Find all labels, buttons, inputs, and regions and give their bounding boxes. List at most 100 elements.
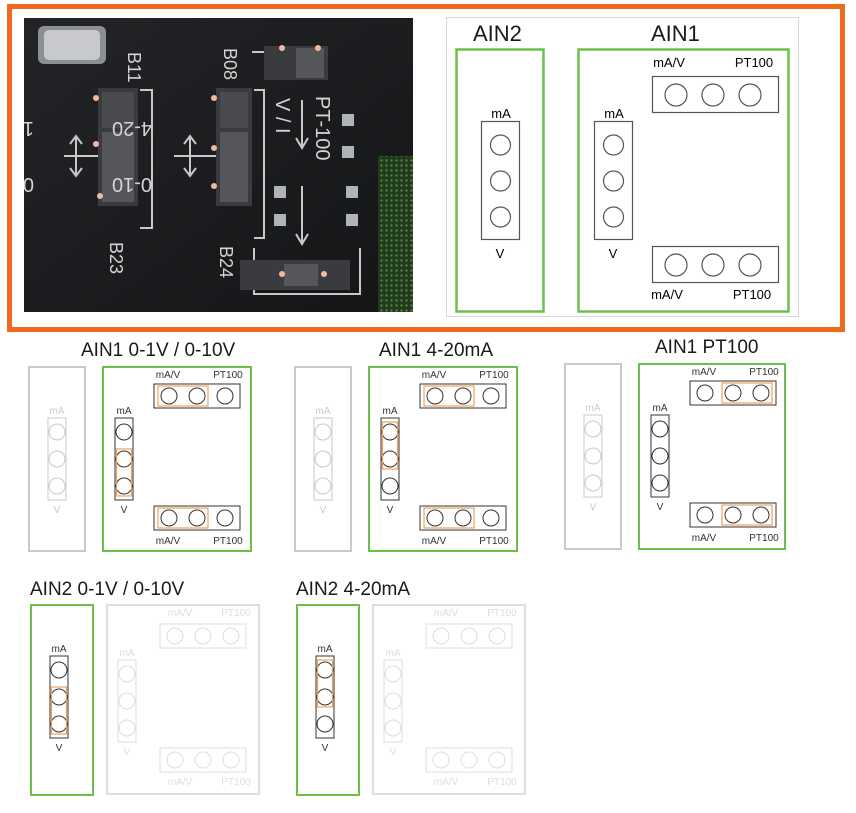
silk-b23: B23 [106, 242, 126, 274]
c0-top-pin [188, 387, 206, 405]
c0-ain1v-header [114, 417, 134, 501]
silk-vi: V / I [271, 98, 293, 134]
c0-ain1v-jumper [115, 448, 133, 497]
c2-ain2v-pin [584, 474, 602, 492]
ain2-pin-2 [489, 170, 512, 192]
c0-ain2v-ma-label: mA [50, 406, 65, 417]
c2-bottom-header [689, 502, 777, 528]
c3-ain1v-header [117, 659, 137, 743]
board-photo: B11 1-20 0-10 B23 B08 4-20 0-10 B24 V / … [24, 18, 413, 312]
c0-ain2v-header [47, 417, 67, 501]
board-photo-drawing: B11 1-20 0-10 B23 B08 4-20 0-10 B24 V / … [24, 18, 413, 312]
jumper-header-top [264, 45, 328, 80]
c2-ain1v-header [650, 414, 670, 498]
c0-top-pin [160, 387, 178, 405]
c0-frame [102, 366, 252, 552]
config-title-ain1-pt100: AIN1 PT100 [655, 337, 759, 358]
config-title-ain2-current: AIN2 4-20mA [296, 579, 411, 600]
c1-ain1v-pin [381, 450, 399, 468]
reference-diagram: mA V mA/V PT100 mA V mA/V PT100 [455, 48, 790, 313]
c0-pt100-bottom-label: PT100 [213, 536, 243, 547]
c2-ain2v-v-label: V [590, 502, 597, 513]
c3-pt100-top-label: PT100 [221, 608, 251, 619]
c1-pt100-top-label: PT100 [479, 370, 509, 381]
ain1-ma-label: mA [604, 106, 624, 121]
c3-frame [30, 604, 94, 796]
c1-mav-bottom-label: mA/V [422, 536, 447, 547]
jumper-header-left [93, 88, 138, 206]
c4-ain2v-pin [316, 715, 334, 733]
c1-bottom-pin [482, 509, 500, 527]
c0-top-header [153, 383, 241, 409]
c2-pt100-bottom-label: PT100 [749, 533, 779, 544]
c0-top-pin [216, 387, 234, 405]
ain2-pin-1 [489, 134, 512, 156]
c1-ain1v-header [380, 417, 400, 501]
c3-ain1v-ma-label: mA [120, 648, 135, 659]
config-title-ain2-voltage: AIN2 0-1V / 0-10V [30, 579, 185, 600]
c2-mav-bottom-label: mA/V [692, 533, 717, 544]
config-title-ain1-current: AIN1 4-20mA [379, 340, 494, 361]
c1-frame [368, 366, 518, 552]
c3-ain2v-pin [50, 688, 68, 706]
c4-ain2v-ma-label: mA [318, 644, 333, 655]
c4-top-pin [488, 627, 506, 645]
c2-ain2v-ma-label: mA [586, 403, 601, 414]
c2-ain2v-header [583, 414, 603, 498]
silk-4-20: 4-20 [112, 117, 152, 139]
c4-bottom-pin [460, 751, 478, 769]
c1-ain2v-pin [314, 477, 332, 495]
c3-ain2v-jumper [50, 686, 68, 735]
c4-bottom-pin [432, 751, 450, 769]
c2-ain1v-pin [651, 420, 669, 438]
c1-ain1v-v-label: V [387, 505, 394, 516]
c3-top-pin [194, 627, 212, 645]
c1-top-jumper [423, 385, 475, 407]
c3-mav-bottom-label: mA/V [168, 777, 193, 788]
c0-ain1v-pin [115, 450, 133, 468]
c0-ain2v-pin [48, 477, 66, 495]
c1-top-pin [482, 387, 500, 405]
c0-ain2v-pin [48, 450, 66, 468]
c4-bottom-pin [488, 751, 506, 769]
ain1-box [577, 48, 790, 313]
ain2-box [455, 48, 545, 313]
silk-b11: B11 [124, 52, 144, 83]
ain2-title: AIN2 [473, 21, 522, 46]
c1-ain1v-ma-label: mA [383, 406, 398, 417]
c2-top-pin [696, 384, 714, 402]
c1-pt100-bottom-label: PT100 [479, 536, 509, 547]
c3-ain2v-pin [50, 715, 68, 733]
c4-frame [296, 604, 360, 796]
silk-pt100: PT-100 [311, 96, 333, 160]
ain1-mav-top-label: mA/V [653, 55, 685, 70]
config-title-ain1-voltage: AIN1 0-1V / 0-10V [81, 340, 236, 361]
c4-ain1v-pin [384, 665, 402, 683]
c2-top-header [689, 380, 777, 406]
c2-ain1v-pin [651, 474, 669, 492]
c1-ain2v-ma-label: mA [316, 406, 331, 417]
c4-ain1v-pin [384, 719, 402, 737]
c0-ain1v-ma-label: mA [117, 406, 132, 417]
c2-ain1v-v-label: V [657, 502, 664, 513]
ain1-pt100-top-label: PT100 [735, 55, 773, 70]
c2-ain1v-pin [651, 447, 669, 465]
c0-ain1v-pin [115, 477, 133, 495]
c2-ain2v-pin [584, 420, 602, 438]
c4-top-header [425, 623, 513, 649]
c3-ain1v-v-label: V [124, 747, 131, 758]
reference-panel: AIN2 AIN1 mA V mA/V PT100 mA V mA/V PT10… [446, 17, 799, 317]
c0-bottom-header [153, 505, 241, 531]
c1-bottom-pin [454, 509, 472, 527]
c3-top-pin [166, 627, 184, 645]
c4-ain1v-ma-label: mA [386, 648, 401, 659]
c0-ain1v-v-label: V [121, 505, 128, 516]
c4-ain2v-pin [316, 661, 334, 679]
c4-pt100-bottom-label: PT100 [487, 777, 517, 788]
c2-bottom-pin [752, 506, 770, 524]
c0-bottom-pin [188, 509, 206, 527]
c4-ain1v-v-label: V [390, 747, 397, 758]
